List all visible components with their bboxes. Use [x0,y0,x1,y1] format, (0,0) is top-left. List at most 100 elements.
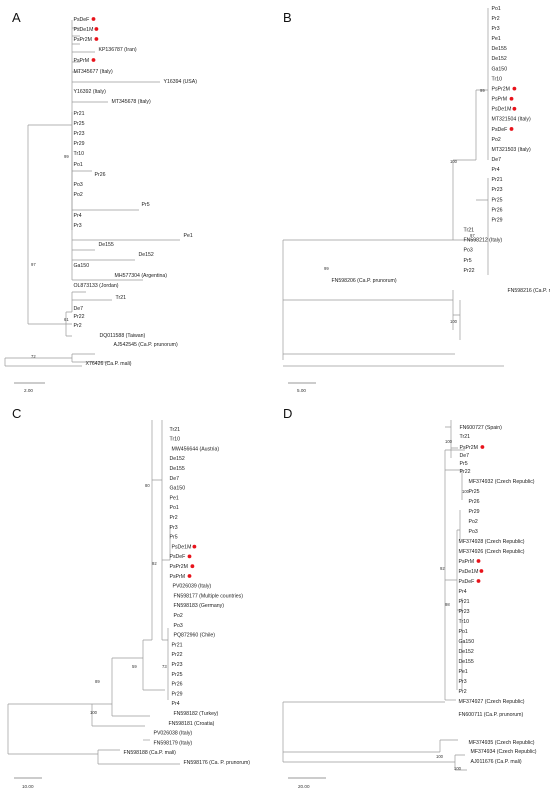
leaf-label: Pr21 [459,599,470,605]
leaf-label: Pr3 [459,679,467,685]
leaf-label: Pr2 [492,16,500,22]
leaf-label: Tr10 [459,619,470,625]
highlight-marker [91,17,96,21]
leaf-label: PsPr2M [460,445,478,451]
leaf-label: Tr10 [492,76,503,82]
leaf-label: Ga150 [492,66,508,72]
leaf-label: PsDe1M [74,27,94,33]
leaf-label: Po1 [459,629,468,635]
panel-letter-c: C [12,406,21,421]
support-value: 100 [445,439,453,444]
support-value: 72 [31,354,36,359]
leaf-label: Pr23 [172,662,183,668]
highlight-marker [480,445,485,449]
leaf-label: PsPrM [459,559,475,565]
leaf-label: Pe1 [184,233,193,239]
leaf-label: PsPrM [74,58,90,64]
leaf-label: Pr23 [459,609,470,615]
highlight-marker [91,58,96,62]
leaf-label: Y16394 (USA) [164,79,198,85]
support-value: 100 [90,710,98,715]
leaf-label: Po2 [74,192,83,198]
leaf-label: FN598182 (Turkey) [174,711,219,717]
leaf-label: PsDeF [170,554,186,560]
leaf-label: Pr25 [469,489,480,495]
panel-letter-d: D [283,406,292,421]
panel-letter-b: B [283,10,292,25]
leaf-label: Pr4 [492,167,500,173]
support-value: 100 [454,766,462,771]
leaf-label: MT345678 (Italy) [112,99,151,105]
support-value: 99 [480,88,485,93]
leaf-label: De7 [74,306,84,312]
highlight-marker [94,37,99,41]
leaf-label: Po3 [174,623,183,629]
leaf-label: Pr4 [74,213,82,219]
support-value: 73 [162,664,167,669]
leaf-label: Y16392 (Italy) [74,89,107,95]
leaf-label: Pr2 [459,689,467,695]
leaf-label: Po1 [170,505,179,511]
leaf-label: OL873133 (Jordan) [74,283,119,289]
leaf-label: PsPrM [492,97,508,103]
leaf-label: Pr2 [74,323,82,329]
leaf-label: PQ872960 (Chile) [174,633,216,639]
leaf-label: Pr25 [172,672,183,678]
leaf-label: Pr5 [142,202,150,208]
leaf-label: PV026039 (Italy) [173,584,212,590]
leaf-label: PsPr2M [170,564,188,570]
highlight-marker [187,574,192,578]
leaf-label: AJ011676 (Ca.P. mali) [471,759,522,765]
leaf-label: Pr21 [172,642,183,648]
leaf-label: Pr22 [460,469,471,475]
leaf-label: FN598177 (Multiple countries) [174,593,244,599]
highlight-marker [192,544,197,549]
scale-bar-label: 20.00 [298,784,310,789]
leaf-label: Pr4 [172,701,180,707]
leaf-label: PsDeF [492,127,508,133]
leaf-label: FN598212 (Italy) [464,238,503,244]
support-value: 92 [440,566,445,571]
leaf-label: De155 [492,46,507,52]
leaf-label: Pr25 [492,197,503,203]
leaf-label: De7 [492,157,502,163]
leaf-label: MT345677 (Italy) [74,69,113,75]
leaf-label: PsDe1M [172,544,192,550]
leaf-label: Pr23 [74,131,85,137]
leaf-label: FN598176 (Ca. P. prunorum) [184,760,251,766]
support-value: 100 [450,319,458,324]
leaf-label: Pr26 [172,682,183,688]
leaf-label: Po2 [492,137,501,143]
leaf-label: Pr2 [170,515,178,521]
leaf-label: Pr29 [492,217,503,223]
leaf-label: De155 [170,466,185,472]
leaf-label: Pr29 [172,691,183,697]
support-value: 100 [462,489,470,494]
leaf-label: De7 [170,476,180,482]
leaf-label: De152 [492,56,507,62]
leaf-label: De152 [170,456,185,462]
support-value: 97 [31,262,36,267]
leaf-label: FN598179 (Italy) [154,740,193,746]
leaf-label: FN598216 (Ca.P. mali) [508,288,550,294]
scale-bar-label: 5.00 [297,388,306,393]
scale-bar-label: 2.00 [24,388,33,393]
highlight-marker [479,569,484,573]
leaf-label: Pr5 [170,535,178,541]
panel-d: D FN600727 (Spain)Tr21PsPr2MDe7Pr5Pr22MF… [282,406,537,789]
leaf-label: Pr26 [492,207,503,213]
leaf-label: MF374935 (Czech Republic) [469,740,535,746]
leaf-label: Po2 [469,519,478,525]
leaf-label: Pr5 [464,258,472,264]
highlight-marker [512,86,517,91]
leaf-label: Tr21 [116,295,127,301]
leaf-label: Po3 [74,182,83,188]
panel-letter-a: A [12,10,21,25]
highlight-marker [512,106,517,111]
leaf-label: Pe1 [170,495,179,501]
leaf-label: Pr25 [74,121,85,127]
leaf-label: Pr3 [74,223,82,229]
leaf-label: Po1 [492,6,501,12]
leaf-label: MW456644 (Austria) [172,446,220,452]
